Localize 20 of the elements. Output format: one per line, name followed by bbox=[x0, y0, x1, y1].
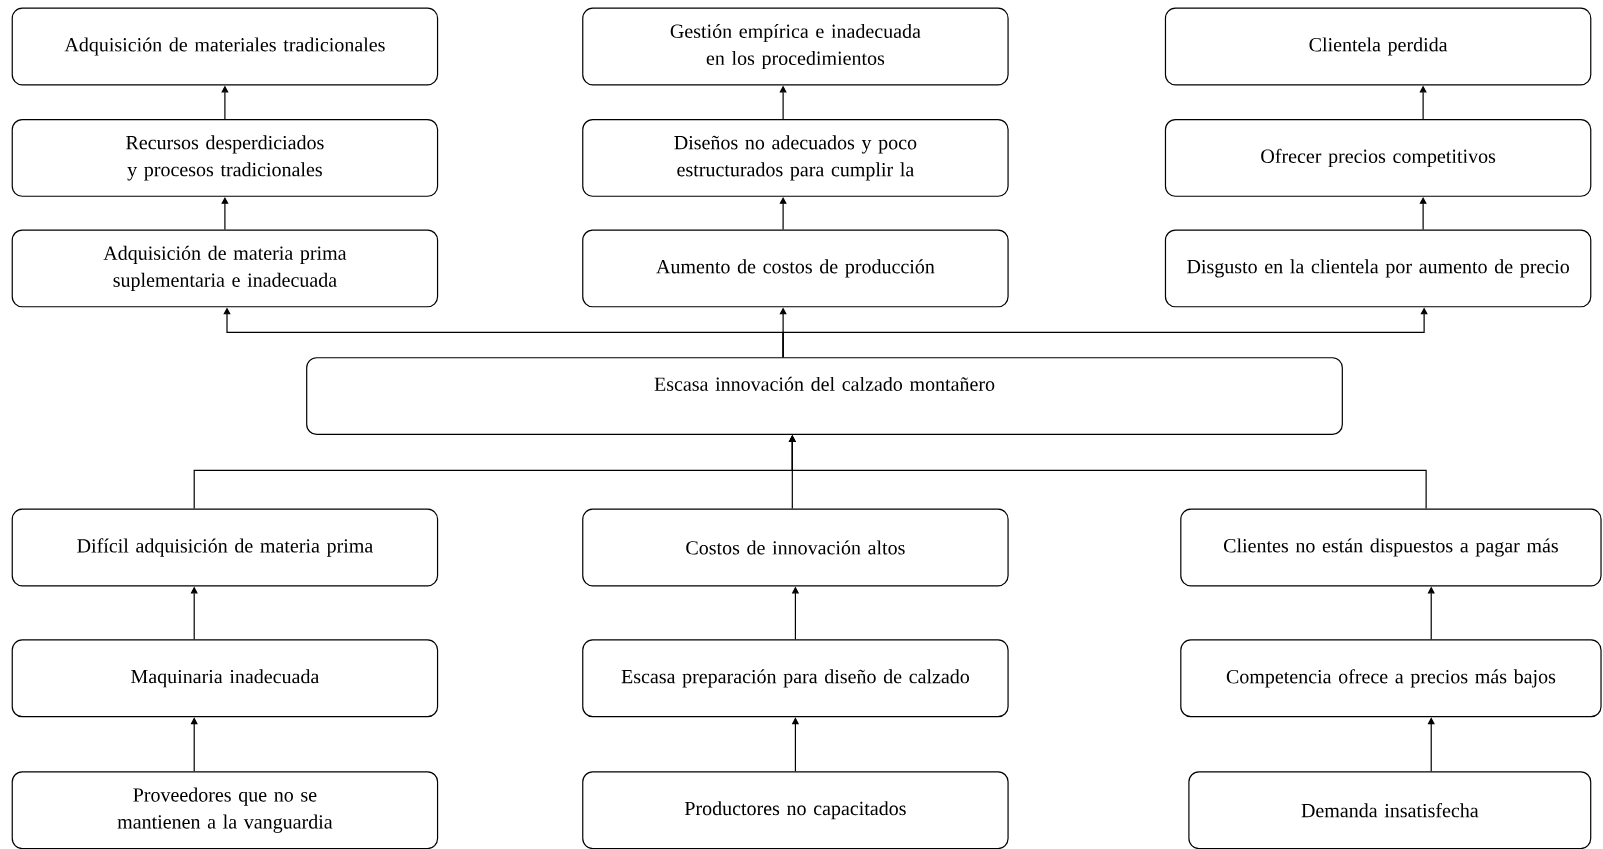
arrow bbox=[788, 435, 1427, 510]
problem-box: Ofrecer precios competitivos bbox=[1164, 118, 1592, 197]
problem-box: Productores no capacitados bbox=[582, 771, 1009, 849]
problem-box: Clientela perdida bbox=[1164, 7, 1592, 86]
problem-box: Diseños no adecuados y poco estructurados para cumplir la bbox=[582, 118, 1009, 197]
problem-box: Proveedores que no se mantienen a la vanguardia bbox=[11, 771, 439, 849]
problem-box: Adquisición de materiales tradicionales bbox=[11, 7, 439, 86]
problem-box: Disgusto en la clientela por aumento de precio bbox=[1164, 229, 1592, 308]
problem-box: Difícil adquisición de materia prima bbox=[11, 508, 439, 587]
problem-box: Maquinaria inadecuada bbox=[11, 639, 439, 718]
problem-box: Aumento de costos de producción bbox=[582, 229, 1009, 308]
problem-box: Escasa innovación del calzado montañero bbox=[306, 357, 1343, 436]
problem-box: Gestión empírica e inadecuada en los procedimientos bbox=[582, 7, 1009, 86]
problem-box: Demanda insatisfecha bbox=[1188, 771, 1592, 849]
problem-box: Adquisición de materia prima suplementaria e inadecuada bbox=[11, 229, 439, 308]
problem-box: Recursos desperdiciados y procesos tradicionales bbox=[11, 118, 439, 197]
problem-box: Escasa preparación para diseño de calzado bbox=[582, 639, 1009, 718]
problem-box: Clientes no están dispuestos a pagar más bbox=[1180, 508, 1602, 587]
problem-box: Competencia ofrece a precios más bajos bbox=[1180, 639, 1602, 718]
problem-box: Costos de innovación altos bbox=[582, 508, 1009, 587]
